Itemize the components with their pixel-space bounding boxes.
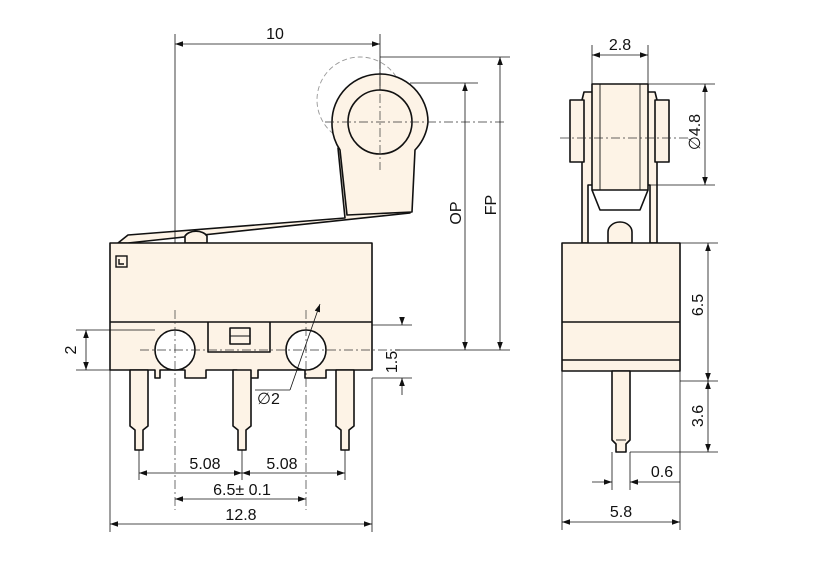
body-lower-step — [207, 322, 271, 353]
front-view-dimensions: 10 OP FP 2 1.5 ∅2 5.08 5.08 6.5± — [63, 26, 510, 532]
side-terminal — [611, 370, 631, 453]
manufacturer-mark-icon — [115, 255, 128, 268]
dim-hole-diameter-leader — [289, 303, 321, 391]
dim-op: OP — [448, 201, 465, 224]
switch-body — [109, 242, 373, 379]
side-view-dimensions: 2.8 ∅4.8 6.5 3.6 0.6 5.8 — [561, 37, 718, 530]
dim-terminal-thickness: 0.6 — [651, 464, 673, 481]
side-view — [560, 83, 690, 453]
dim-fp: FP — [483, 195, 500, 215]
side-axle-left — [569, 99, 585, 163]
dim-terminal-length: 3.6 — [690, 405, 707, 427]
front-view — [109, 56, 505, 510]
terminal-left — [129, 369, 149, 451]
side-plunger — [607, 221, 633, 244]
dim-height-1-5: 1.5 — [384, 351, 401, 373]
dim-pitch-left: 5.08 — [189, 456, 220, 473]
dim-lever-length: 10 — [266, 26, 284, 43]
dim-body-length: 12.8 — [225, 507, 256, 524]
dim-pitch-right: 5.08 — [266, 456, 297, 473]
terminal-center — [232, 369, 252, 451]
actuator-plunger — [184, 230, 208, 244]
side-body — [561, 242, 681, 372]
dim-roller-diameter: ∅4.8 — [687, 114, 704, 150]
dim-body-width: 5.8 — [610, 504, 632, 521]
dim-hole-diameter: ∅2 — [257, 391, 280, 408]
dim-roller-width: 2.8 — [609, 37, 631, 54]
terminal-right — [335, 369, 355, 451]
dim-terminal-offset: 2 — [63, 345, 80, 354]
dim-hole-spacing: 6.5± 0.1 — [213, 482, 271, 499]
side-axle-right — [654, 99, 670, 163]
dim-body-height: 6.5 — [690, 294, 707, 316]
